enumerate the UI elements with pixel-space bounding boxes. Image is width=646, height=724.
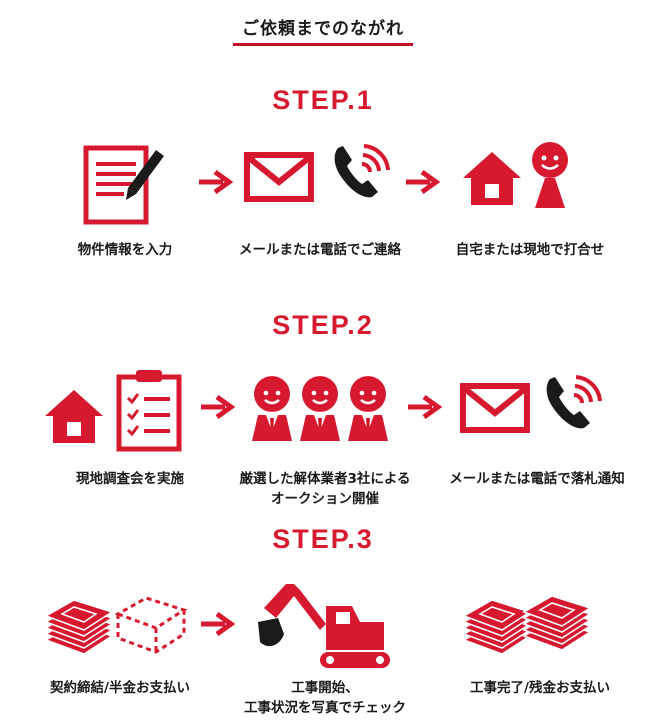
step-1-caption-1: 物件情報を入力	[77, 242, 173, 258]
step-3-caption-1: 契約締結/半金お支払い	[50, 680, 190, 696]
house-icon	[462, 150, 522, 206]
person-icon	[525, 140, 575, 210]
step-1-caption-2: メールまたは電話でご連絡	[239, 242, 401, 258]
arrow-icon	[201, 612, 235, 636]
arrow-icon	[201, 395, 235, 419]
step-2-caption-2b: オークション開催	[271, 491, 379, 507]
step-3-caption-3: 工事完了/残金お支払い	[470, 680, 610, 696]
contractor-icon	[298, 375, 342, 441]
step-3-heading: STEP.3	[272, 524, 374, 554]
house-icon	[44, 388, 104, 444]
phone-icon	[542, 373, 602, 433]
mail-icon	[460, 383, 530, 433]
document-pen-icon	[83, 145, 164, 225]
step-2-caption-2a: 厳選した解体業者3社による	[239, 471, 411, 487]
step-1-heading: STEP.1	[272, 85, 374, 115]
dashed-money-outline-icon	[114, 596, 188, 654]
excavator-icon	[258, 584, 390, 668]
money-stack-icon	[522, 592, 592, 652]
step-2-caption-3: メールまたは電話で落札通知	[449, 471, 625, 487]
title-underline	[233, 43, 413, 46]
phone-icon	[330, 142, 390, 202]
step-3-caption-2b: 工事状況を写真でチェック	[244, 700, 406, 716]
step-2-caption-1: 現地調査会を実施	[76, 471, 184, 487]
arrow-icon	[406, 170, 440, 194]
page-title: ご依頼までのながれ	[242, 19, 404, 39]
clipboard-checklist-icon	[116, 370, 182, 452]
money-stack-icon	[44, 596, 114, 656]
step-3-caption-2a: 工事開始、	[291, 680, 359, 696]
arrow-icon	[408, 395, 442, 419]
step-2-heading: STEP.2	[272, 310, 374, 340]
step-1-caption-3: 自宅または現地で打合せ	[455, 242, 605, 258]
contractor-icon	[346, 375, 390, 441]
contractor-icon	[250, 375, 294, 441]
arrow-icon	[199, 170, 233, 194]
mail-icon	[244, 152, 314, 202]
